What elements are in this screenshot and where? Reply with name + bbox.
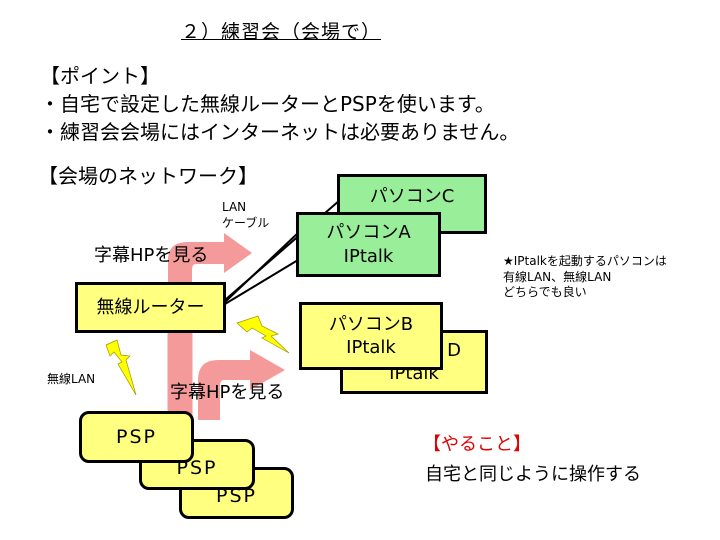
lan-cable xyxy=(224,232,299,303)
point-item: ・自宅で設定した無線ルーターとPSPを使います。 xyxy=(40,92,495,116)
pc-name: パソコンA xyxy=(326,222,411,244)
pc-app: IPtalk xyxy=(343,245,394,267)
arrow-caption-bottom: 字幕HPを見る xyxy=(170,382,285,403)
lightning-icon xyxy=(236,315,290,354)
psp-label: PSP xyxy=(116,425,157,448)
arrow-caption-top: 字幕HPを見る xyxy=(94,245,209,266)
pc-a-box: パソコンA IPtalk xyxy=(296,212,441,277)
network-heading: 【会場のネットワーク】 xyxy=(38,164,258,188)
curved-arrow-up xyxy=(168,233,252,285)
lan-cable-label: LAN ケーブル xyxy=(222,200,269,231)
iptalk-note: ★IPtalkを起動するパソコンは 有線LAN、無線LAN どちらでも良い xyxy=(503,254,667,301)
lan-label-line: ケーブル xyxy=(222,215,270,230)
todo-heading: 【やること】 xyxy=(423,434,531,455)
slide-title: ２）練習会（会場で） xyxy=(181,21,382,43)
points-heading: 【ポイント】 xyxy=(40,64,160,88)
pc-name: パソコンC xyxy=(369,186,455,207)
point-item: ・練習会会場にはインターネットは必要ありません。 xyxy=(40,120,520,144)
pc-b-box: パソコンB IPtalk xyxy=(299,302,443,370)
wireless-lan-label: 無線LAN xyxy=(47,372,96,386)
curved-arrow-right xyxy=(198,350,285,420)
router-label: 無線ルーター xyxy=(96,296,205,318)
pc-name: パソコンB xyxy=(328,313,414,335)
pc-name-partial: D xyxy=(447,339,461,361)
psp-box: PSP xyxy=(79,411,194,463)
lan-cable xyxy=(224,259,299,305)
psp-label: PSP xyxy=(216,485,257,507)
note-line: どちらでも良い xyxy=(503,285,587,300)
todo-text: 自宅と同じように操作する xyxy=(425,464,641,485)
pc-app: IPtalk xyxy=(346,337,396,358)
arrow-shaft xyxy=(167,321,193,421)
wireless-router-box: 無線ルーター xyxy=(75,282,226,333)
note-line: ★IPtalkを起動するパソコンは xyxy=(503,254,667,268)
note-line: 有線LAN、無線LAN xyxy=(503,269,612,284)
lightning-icon xyxy=(105,339,137,396)
lan-label-line: LAN xyxy=(222,200,247,214)
